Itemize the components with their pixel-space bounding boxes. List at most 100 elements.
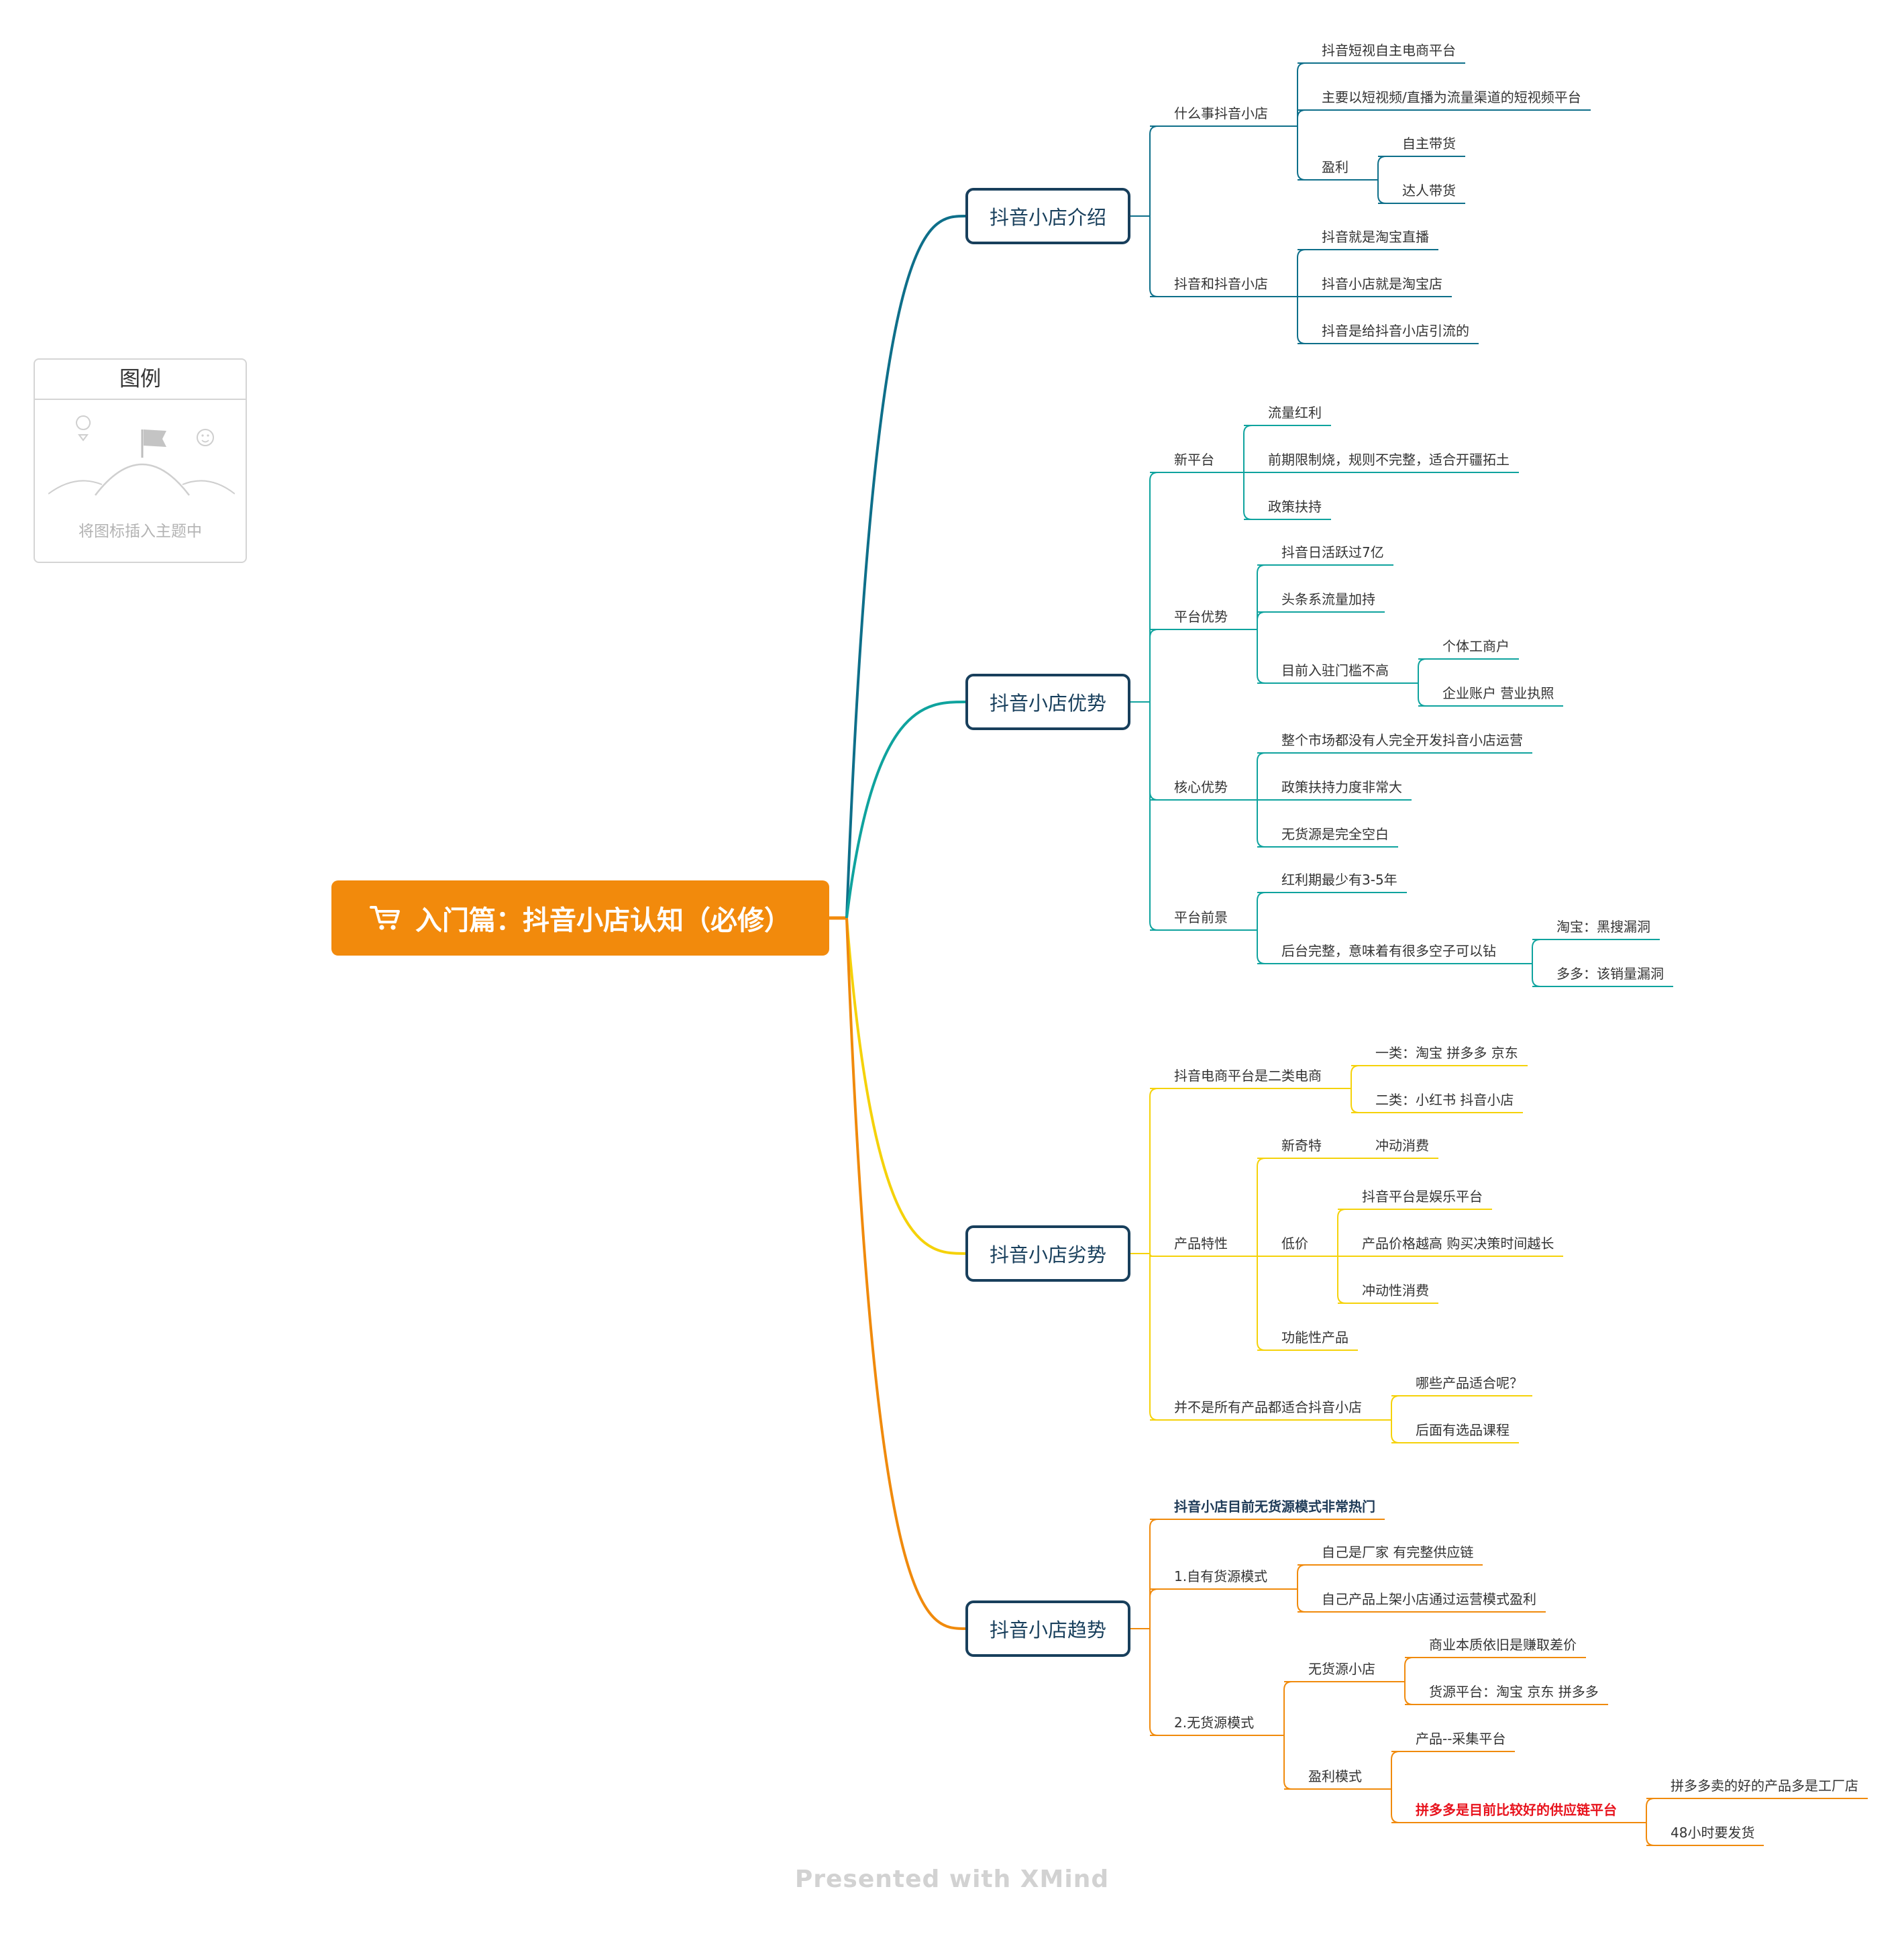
shopping-cart-icon xyxy=(370,905,401,931)
topic[interactable]: 多多：该销量漏洞 xyxy=(1556,966,1664,982)
topic[interactable]: 商业本质依旧是赚取差价 xyxy=(1429,1637,1577,1653)
topic[interactable]: 流量红利 xyxy=(1268,405,1322,421)
root-topic[interactable]: 入门篇：抖音小店认知（必修） xyxy=(331,880,829,956)
topic-profit-mode[interactable]: 盈利模式 xyxy=(1308,1768,1362,1784)
topic[interactable]: 企业账户 营业执照 xyxy=(1442,685,1554,701)
tree-connector xyxy=(1404,1682,1414,1705)
topic[interactable]: 抖音就是淘宝直播 xyxy=(1322,229,1429,245)
legend-panel: 图例 将图标插入主题中 xyxy=(34,358,247,563)
tree-connector xyxy=(1337,1209,1346,1256)
topic-douyin-vs-shop[interactable]: 抖音和抖音小店 xyxy=(1174,276,1268,292)
topic-core-advantage[interactable]: 核心优势 xyxy=(1174,779,1228,795)
topic[interactable]: 拼多多卖的好的产品多是工厂店 xyxy=(1671,1778,1858,1794)
tree-connector xyxy=(1404,1657,1414,1682)
topic[interactable]: 抖音日活跃过7亿 xyxy=(1281,544,1384,560)
tree-connector xyxy=(1297,62,1306,126)
tree-connector xyxy=(1149,629,1159,702)
topic-not-all-products[interactable]: 并不是所有产品都适合抖音小店 xyxy=(1174,1399,1362,1415)
topic-what-is-shop[interactable]: 什么事抖音小店 xyxy=(1174,105,1268,121)
tree-connector xyxy=(1257,1256,1266,1351)
topic[interactable]: 二类：小红书 抖音小店 xyxy=(1375,1092,1514,1108)
branch-topic-label: 抖音小店趋势 xyxy=(989,1619,1106,1641)
topic-no-supply-mode[interactable]: 2.无货源模式 xyxy=(1174,1715,1255,1731)
tree-connector xyxy=(1532,939,1541,964)
topic[interactable]: 达人带货 xyxy=(1402,183,1456,199)
branch-connector xyxy=(845,215,966,919)
topic-new-platform[interactable]: 新平台 xyxy=(1174,452,1214,468)
topic-novel[interactable]: 新奇特 xyxy=(1281,1137,1322,1154)
tree-connector xyxy=(1297,1564,1306,1589)
topic[interactable]: 政策扶持 xyxy=(1268,499,1322,515)
topic[interactable]: 抖音小店就是淘宝店 xyxy=(1322,276,1442,292)
topic-pdd-supply-chain[interactable]: 拼多多是目前比较好的供应链平台 xyxy=(1416,1802,1617,1818)
tree-connector xyxy=(1149,1519,1159,1629)
tree-connector xyxy=(1257,1158,1266,1256)
tree-connector xyxy=(1337,1256,1346,1304)
topic[interactable]: 48小时要发货 xyxy=(1671,1825,1755,1841)
tree-connector xyxy=(1377,180,1387,204)
branch-topic-advantages[interactable]: 抖音小店优势 xyxy=(965,674,1130,730)
topic[interactable]: 抖音平台是娱乐平台 xyxy=(1362,1188,1483,1205)
topic[interactable]: 抖音是给抖音小店引流的 xyxy=(1322,323,1469,339)
tree-connector xyxy=(1297,249,1306,297)
topic[interactable]: 产品--采集平台 xyxy=(1416,1731,1506,1747)
tree-connector xyxy=(1391,1420,1400,1443)
branch-connector xyxy=(845,917,966,1630)
topic-no-stock-shop[interactable]: 无货源小店 xyxy=(1308,1661,1375,1677)
topic[interactable]: 主要以短视频/直播为流量渠道的短视频平台 xyxy=(1322,89,1581,105)
tree-connector xyxy=(1243,472,1253,520)
tree-connector xyxy=(1149,125,1159,216)
topic[interactable]: 红利期最少有3-5年 xyxy=(1281,872,1397,888)
topic[interactable]: 抖音短视自主电商平台 xyxy=(1322,42,1456,58)
topic-low-price[interactable]: 低价 xyxy=(1281,1235,1308,1252)
topic-platform-prospect[interactable]: 平台前景 xyxy=(1174,909,1228,925)
topic[interactable]: 产品价格越高 购买决策时间越长 xyxy=(1362,1235,1554,1252)
topic[interactable]: 哪些产品适合呢？ xyxy=(1416,1375,1523,1391)
topic[interactable]: 自己产品上架小店通过运营模式盈利 xyxy=(1322,1591,1536,1607)
topic-entry-threshold[interactable]: 目前入驻门槛不高 xyxy=(1281,662,1389,678)
topic[interactable]: 一类：淘宝 拼多多 京东 xyxy=(1375,1045,1518,1061)
tree-connector xyxy=(1646,1823,1655,1846)
tree-connector xyxy=(1149,1088,1159,1254)
tree-connector xyxy=(1257,629,1266,684)
topic-product-traits[interactable]: 产品特性 xyxy=(1174,1235,1228,1252)
tree-connector xyxy=(1257,800,1266,848)
tree-connector xyxy=(1149,1629,1159,1736)
topic[interactable]: 政策扶持力度非常大 xyxy=(1281,779,1402,795)
topic[interactable]: 无货源是完全空白 xyxy=(1281,826,1389,842)
topic-class-two-ecommerce[interactable]: 抖音电商平台是二类电商 xyxy=(1174,1068,1322,1084)
topic-profit[interactable]: 盈利 xyxy=(1322,159,1348,175)
topic[interactable]: 货源平台：淘宝 京东 拼多多 xyxy=(1429,1684,1599,1700)
topic-no-stock-hot[interactable]: 抖音小店目前无货源模式非常热门 xyxy=(1174,1498,1375,1515)
topic-backend-complete[interactable]: 后台完整，意味着有很多空子可以钻 xyxy=(1281,943,1496,959)
branch-topic-intro[interactable]: 抖音小店介绍 xyxy=(965,188,1130,244)
tree-connector xyxy=(1257,930,1266,964)
topic[interactable]: 个体工商户 xyxy=(1442,638,1510,654)
topic[interactable]: 前期限制烧，规则不完整，适合开疆拓土 xyxy=(1268,452,1510,468)
tree-connector xyxy=(1149,1254,1159,1421)
branch-topic-label: 抖音小店优势 xyxy=(989,692,1106,715)
topic[interactable]: 冲动性消费 xyxy=(1362,1282,1429,1299)
topic[interactable]: 自己是厂家 有完整供应链 xyxy=(1322,1544,1474,1560)
branch-topic-disadvantages[interactable]: 抖音小店劣势 xyxy=(965,1225,1130,1282)
topic-platform-advantage[interactable]: 平台优势 xyxy=(1174,609,1228,625)
tree-connector xyxy=(1283,1735,1293,1790)
topic[interactable]: 淘宝：黑搜漏洞 xyxy=(1556,919,1650,935)
tree-connector xyxy=(1257,611,1266,629)
topic[interactable]: 冲动消费 xyxy=(1375,1137,1429,1154)
topic[interactable]: 功能性产品 xyxy=(1281,1329,1348,1345)
watermark: Presented with XMind xyxy=(794,1866,1110,1893)
topic[interactable]: 整个市场都没有人完全开发抖音小店运营 xyxy=(1281,732,1523,748)
tree-connector xyxy=(1149,1588,1159,1629)
topic-own-supply[interactable]: 1.自有货源模式 xyxy=(1174,1568,1268,1584)
branch-topic-trends[interactable]: 抖音小店趋势 xyxy=(965,1600,1130,1657)
tree-connector xyxy=(1149,216,1159,297)
tree-connector xyxy=(1418,658,1427,683)
tree-connector xyxy=(1351,1088,1360,1113)
topic[interactable]: 头条系流量加持 xyxy=(1281,591,1375,607)
tree-connector xyxy=(1532,964,1541,987)
branch-topic-label: 抖音小店介绍 xyxy=(989,206,1106,229)
topic[interactable]: 后面有选品课程 xyxy=(1416,1422,1510,1438)
branch-connector xyxy=(845,917,966,1255)
topic[interactable]: 自主带货 xyxy=(1402,136,1456,152)
